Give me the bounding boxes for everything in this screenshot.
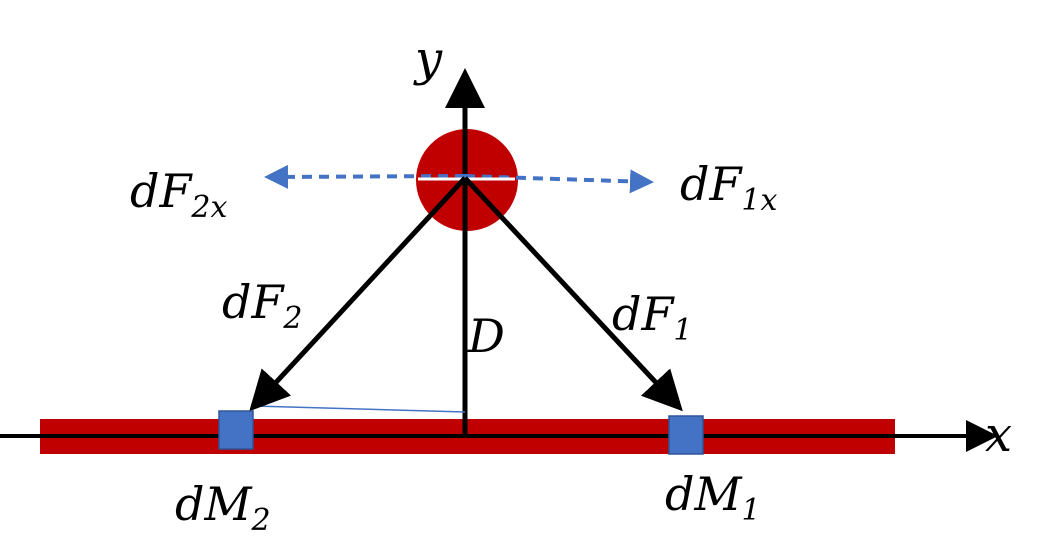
mass-element-dM2	[218, 410, 254, 450]
dF1x-arrow	[464, 169, 654, 194]
dF1x-label: dF1x	[680, 157, 777, 218]
dM2-label: dM2	[175, 477, 271, 538]
dF2-label: dF2	[222, 275, 302, 336]
dF1-label: dF1	[612, 287, 692, 348]
thin-connector-line	[252, 405, 466, 413]
mass-element-dM1	[668, 415, 704, 455]
distance-label: D	[467, 309, 505, 363]
x-axis-label: x	[985, 407, 1012, 463]
dF2x-label: dF2x	[130, 164, 227, 225]
dF2-arrow	[249, 176, 467, 412]
y-axis-label: y	[413, 31, 443, 87]
dM1-label: dM1	[665, 467, 761, 528]
dF1-arrow	[463, 176, 683, 412]
